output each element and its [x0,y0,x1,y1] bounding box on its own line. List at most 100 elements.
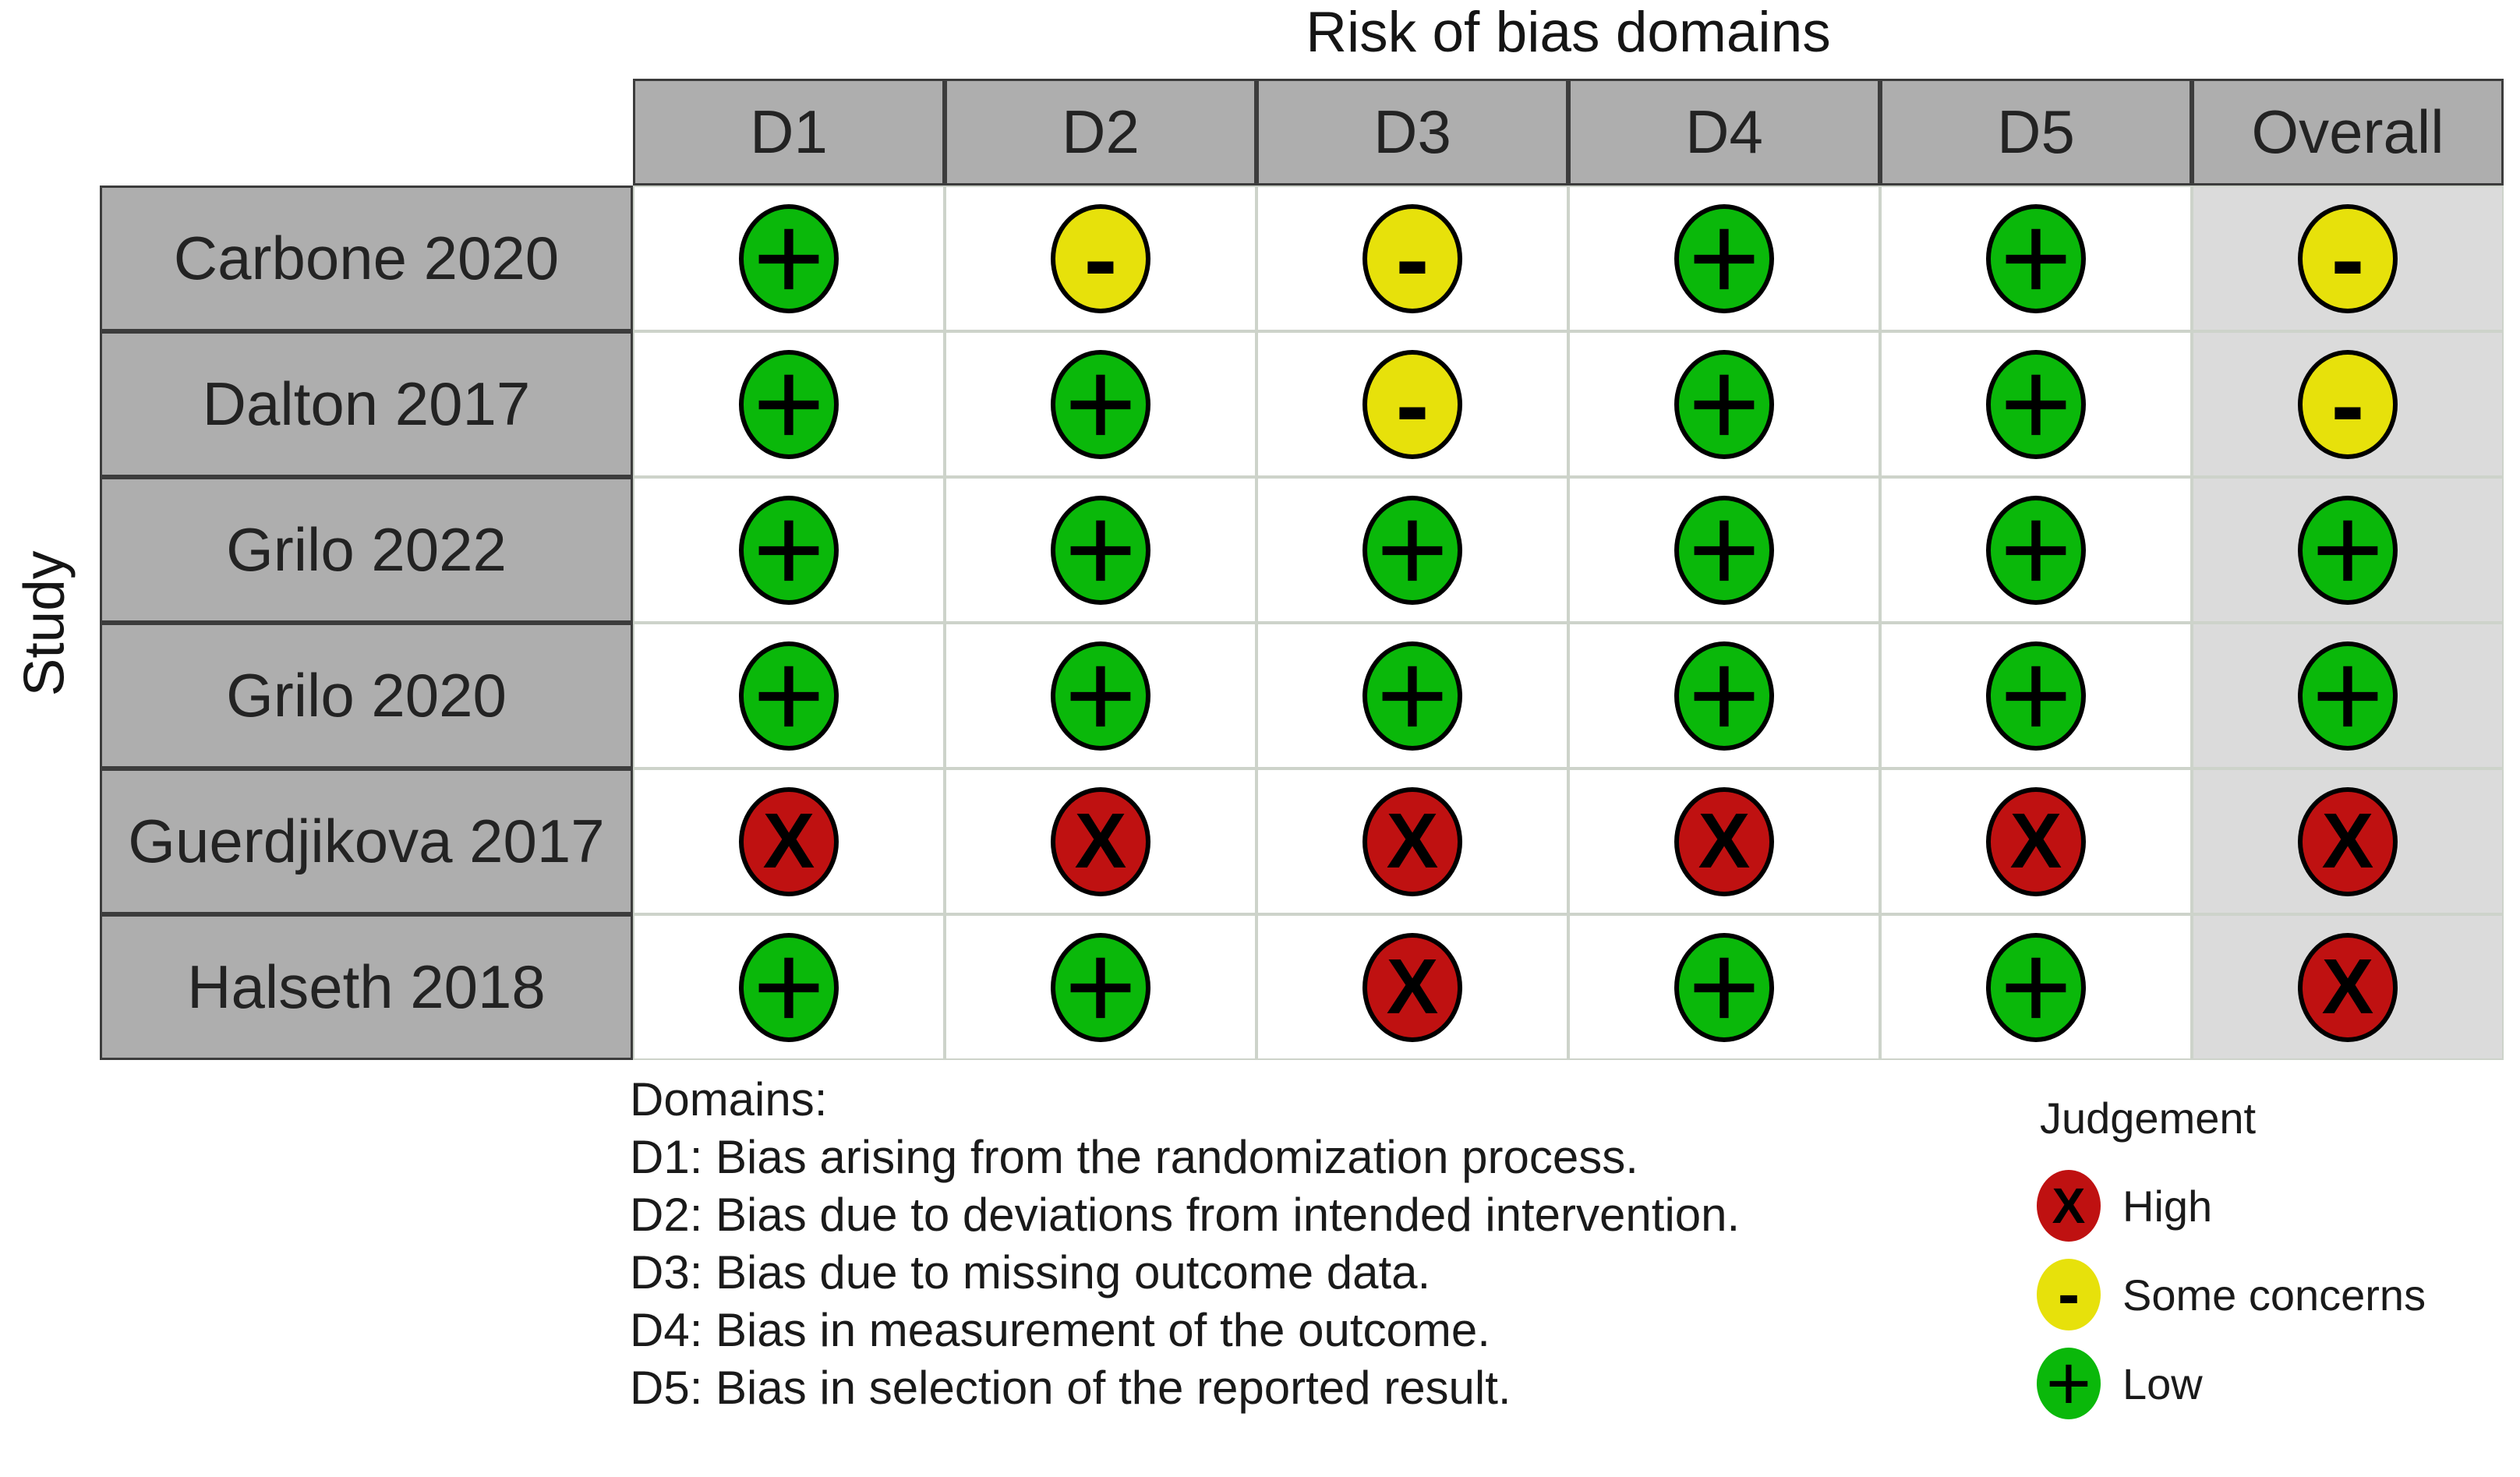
judgment-cell: X [1880,769,2192,914]
legend-item-label: Some concerns [2122,1270,2426,1320]
judgment-icon: + [739,918,839,1055]
judgment-cell-overall: X [2192,769,2504,914]
judgment-icon: + [739,335,839,472]
domains-note: Domains: D1: Bias arising from the rando… [630,1071,1740,1417]
domain-line-d4: D4: Bias in measurement of the outcome. [630,1304,1490,1356]
judgment-cell: + [1568,477,1880,623]
judgment-icon: - [1051,202,1150,316]
domain-line-d1: D1: Bias arising from the randomization … [630,1131,1638,1183]
judgment-cell: + [633,477,945,623]
judgment-cell: X [633,769,945,914]
low-judgment-icon: + [2037,1340,2101,1427]
judgment-cell: X [1256,769,1568,914]
judgment-cell: X [1568,769,1880,914]
judgment-icon: + [739,481,839,618]
judgment-cell-overall: + [2192,623,2504,769]
study-row-header: Dalton 2017 [100,331,633,477]
study-row-header: Guerdjikova 2017 [100,769,633,914]
judgment-icon: + [1362,481,1462,618]
judgment-cell: + [1880,186,2192,331]
legend-item-high: X High [2037,1170,2426,1242]
judgment-cell-overall: + [2192,477,2504,623]
domain-line-d2: D2: Bias due to deviations from intended… [630,1189,1741,1241]
judgment-cell: + [945,331,1256,477]
judgment-cell: + [633,623,945,769]
rob-table: D1 D2 D3 D4 D5 Overall Carbone 2020 + - … [100,79,2504,1060]
judgment-icon: + [1674,627,1774,764]
judgment-icon: - [1362,348,1462,461]
judgment-icon: X [1362,786,1462,896]
judgment-icon: X [1362,932,1462,1042]
judgment-cell: + [1568,331,1880,477]
judgment-cell: - [1256,186,1568,331]
judgment-icon: X [1051,786,1150,896]
judgment-cell: + [633,186,945,331]
column-header-d3: D3 [1256,79,1568,186]
legend: Judgement X High - Some concerns + Low [2037,1093,2426,1436]
judgment-icon: + [1986,627,2086,764]
judgment-cell: + [1568,623,1880,769]
judgment-cell: + [633,914,945,1060]
column-header-d1: D1 [633,79,945,186]
judgment-cell: - [945,186,1256,331]
judgment-icon: + [1674,189,1774,327]
study-row-header: Grilo 2020 [100,623,633,769]
judgment-icon: + [1362,627,1462,764]
legend-item-some-concerns: - Some concerns [2037,1257,2426,1331]
judgment-icon: X [739,786,839,896]
judgment-cell: X [945,769,1256,914]
judgment-cell: + [1880,914,2192,1060]
judgment-cell: - [1256,331,1568,477]
judgment-icon: X [2298,932,2398,1042]
some-concerns-judgment-icon: - [2037,1257,2101,1331]
study-row-header: Halseth 2018 [100,914,633,1060]
judgment-cell: + [1568,914,1880,1060]
judgment-icon: + [1674,335,1774,472]
judgment-icon: X [1986,786,2086,896]
judgment-icon: - [2298,202,2398,316]
judgment-cell: + [1568,186,1880,331]
study-row-header: Carbone 2020 [100,186,633,331]
judgment-cell: + [945,477,1256,623]
column-header-d5: D5 [1880,79,2192,186]
judgment-cell: + [945,914,1256,1060]
judgment-icon: + [1051,481,1150,618]
judgment-icon: + [2298,627,2398,764]
judgment-icon: + [1986,335,2086,472]
judgment-cell-overall: - [2192,331,2504,477]
judgment-icon: + [1674,481,1774,618]
legend-item-label: Low [2122,1359,2203,1408]
judgment-cell: + [1256,477,1568,623]
column-header-overall: Overall [2192,79,2504,186]
judgment-cell: + [1880,331,2192,477]
judgment-icon: X [1674,786,1774,896]
column-header-d4: D4 [1568,79,1880,186]
judgment-icon: X [2298,786,2398,896]
judgment-icon: - [1362,202,1462,316]
judgment-icon: + [1986,189,2086,327]
judgment-icon: + [739,189,839,327]
chart-title: Risk of bias domains [1306,1,1831,64]
study-row-header: Grilo 2022 [100,477,633,623]
legend-item-low: + Low [2037,1340,2426,1427]
judgment-cell: + [945,623,1256,769]
domains-heading: Domains: [630,1073,828,1125]
domain-line-d3: D3: Bias due to missing outcome data. [630,1246,1431,1299]
column-header-d2: D2 [945,79,1256,186]
study-axis-label: Study [12,550,76,697]
corner-spacer [100,79,633,186]
judgment-cell: X [1256,914,1568,1060]
judgment-cell-overall: X [2192,914,2504,1060]
domain-line-d5: D5: Bias in selection of the reported re… [630,1362,1511,1414]
high-judgment-icon: X [2037,1170,2101,1242]
judgment-cell: + [633,331,945,477]
judgment-icon: + [739,627,839,764]
legend-item-label: High [2122,1181,2213,1231]
judgment-cell-overall: - [2192,186,2504,331]
judgment-icon: + [1051,627,1150,764]
judgment-icon: + [1674,918,1774,1055]
judgment-icon: + [1986,481,2086,618]
judgment-cell: + [1880,623,2192,769]
judgment-icon: + [1051,335,1150,472]
